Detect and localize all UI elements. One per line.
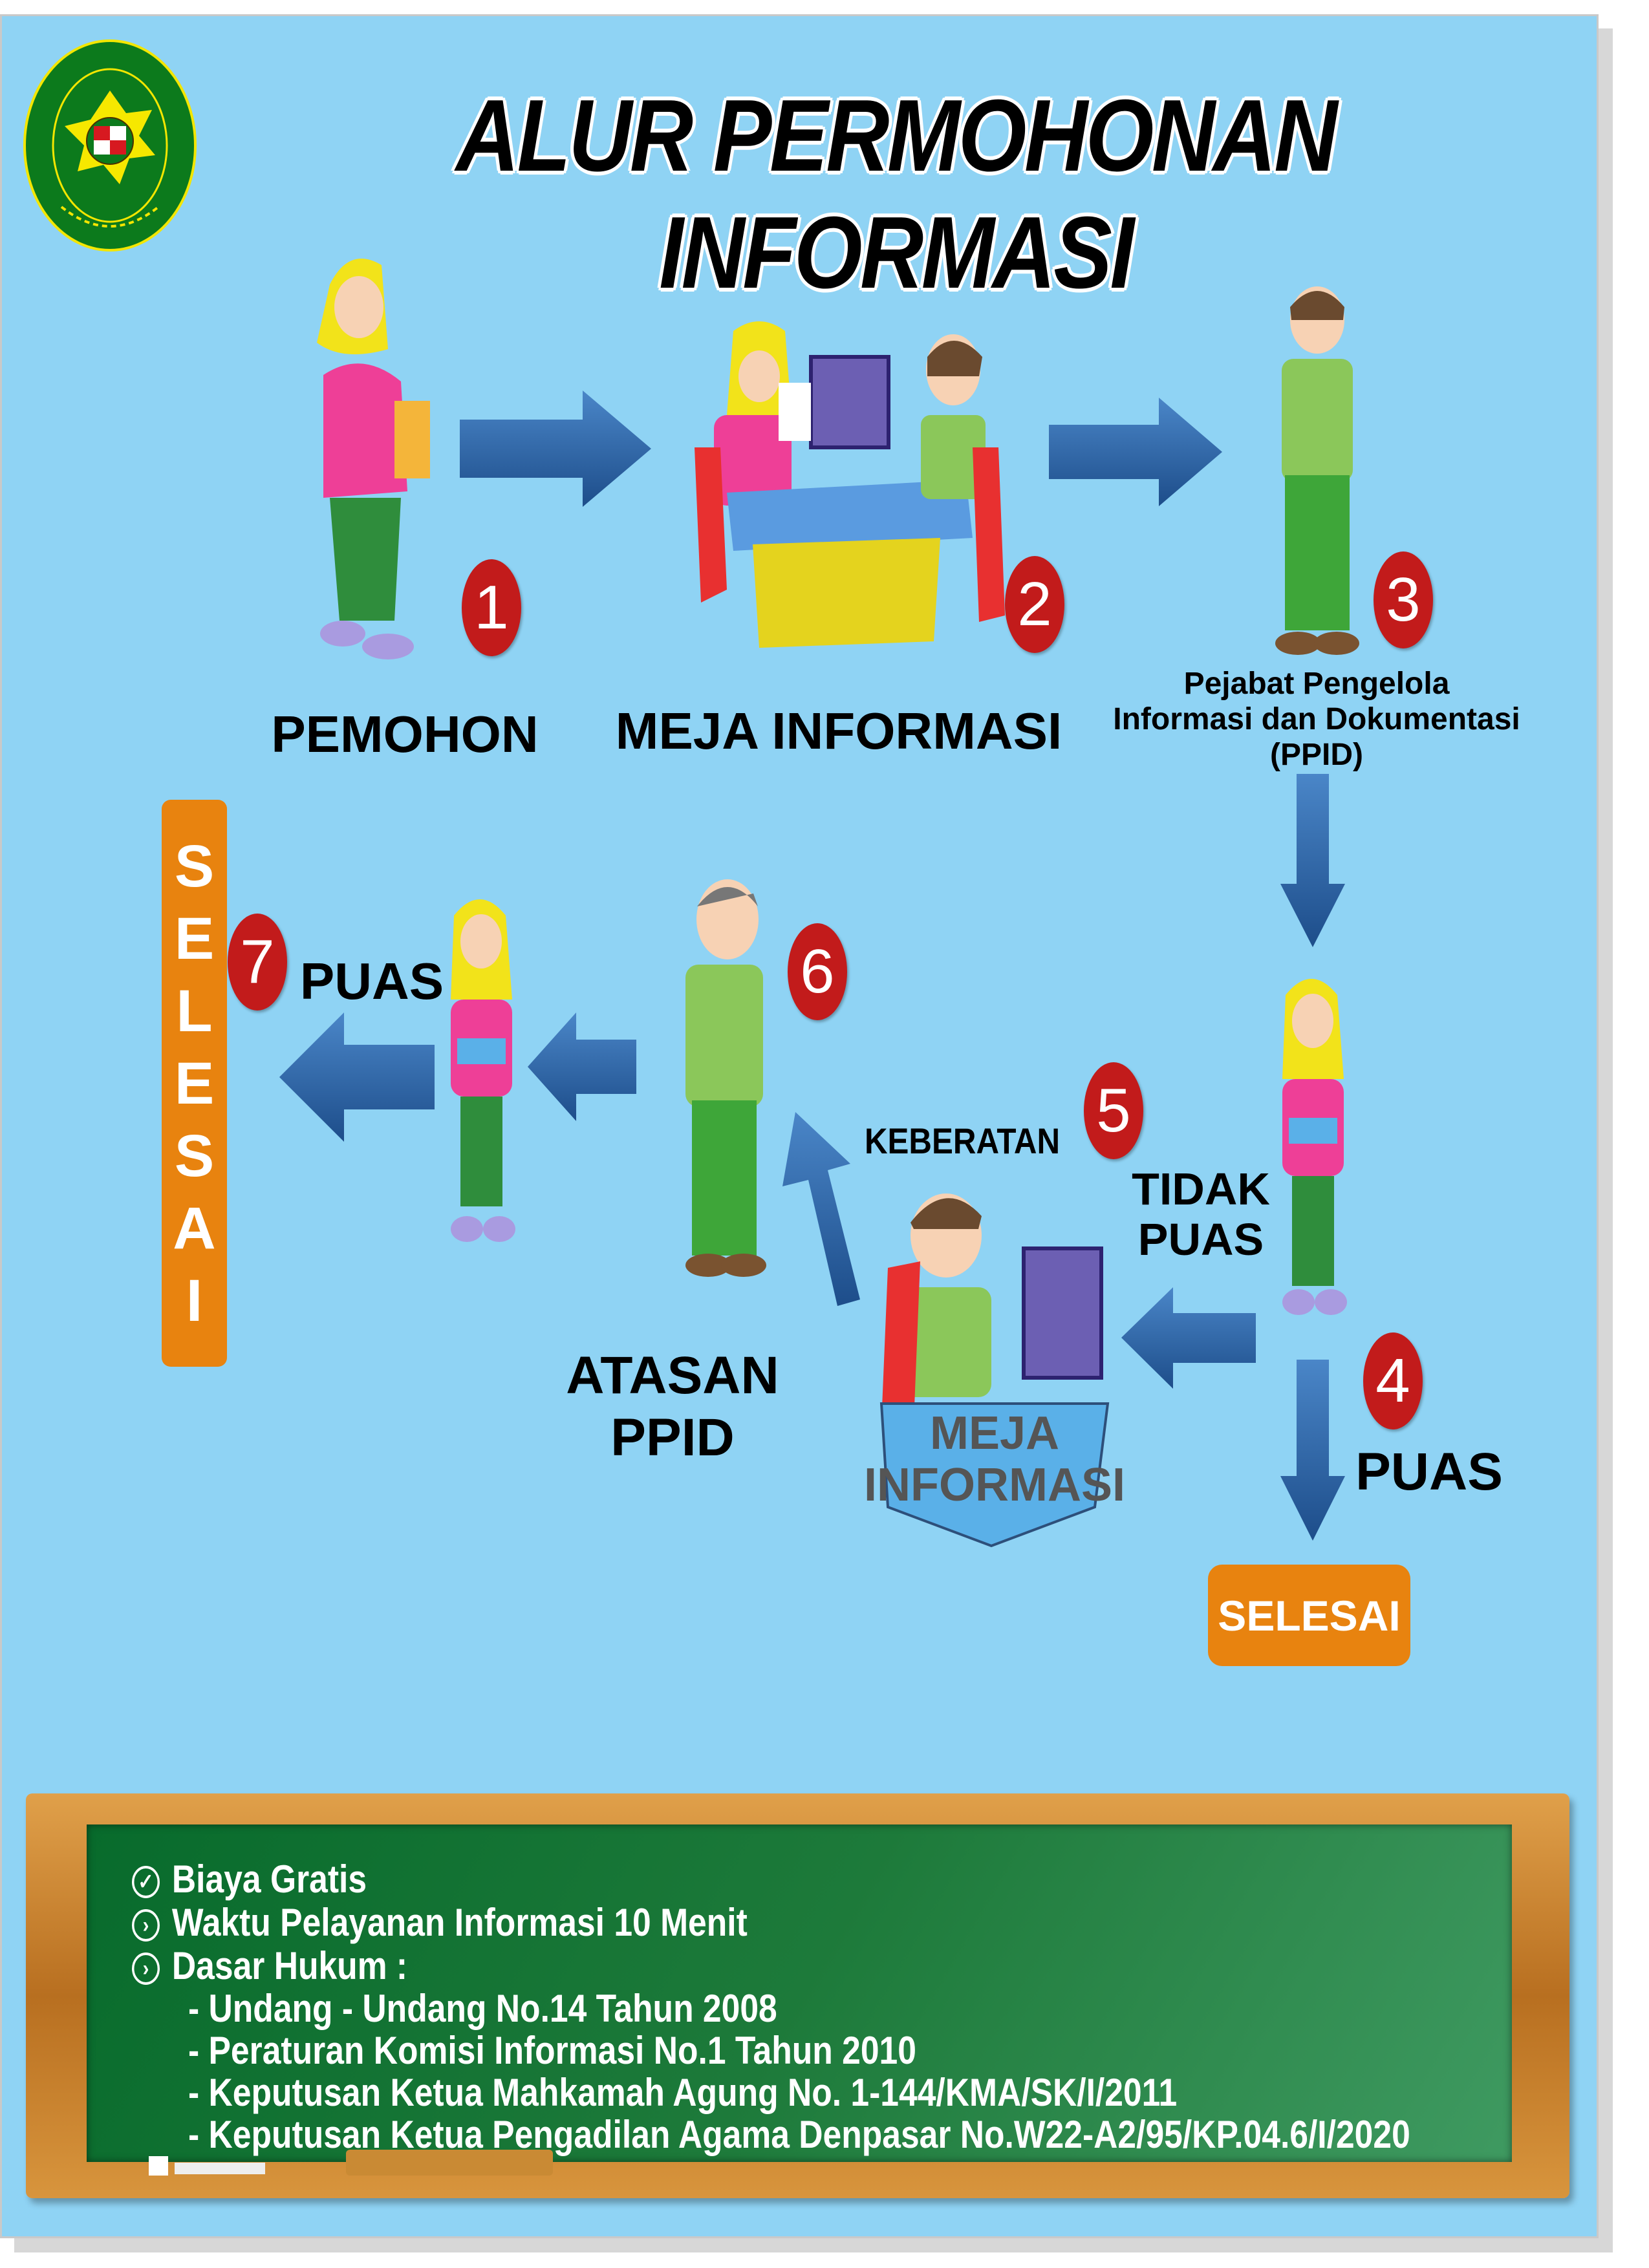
board-item-waktu: › Waktu Pelayanan Informasi 10 Menit	[132, 1900, 748, 1945]
chalkboard: ✓ Biaya Gratis › Waktu Pelayanan Informasi…	[26, 1793, 1569, 2198]
arrow-down-2	[1280, 1360, 1345, 1541]
arrow-right-2	[1049, 398, 1222, 506]
step-badge-4: 4	[1363, 1332, 1423, 1429]
arrow-up-to-atasan	[782, 1112, 860, 1306]
label-puas-7: PUAS	[299, 952, 444, 1010]
label-meja-informasi: MEJA INFORMASI	[615, 702, 1062, 760]
label-pemohon: PEMOHON	[271, 705, 539, 763]
label-tidak: TIDAK	[1132, 1164, 1270, 1214]
arrow-left-to-selesai	[279, 1012, 435, 1142]
pemohon-tidak-puas-figure	[1282, 979, 1347, 1315]
board-item-text: Dasar Hukum :	[171, 1944, 408, 1987]
label-ppid: Pejabat Pengelola Informasi dan Dokument…	[1113, 666, 1520, 773]
arrow-left-to-pemohon	[528, 1012, 636, 1121]
label-puas-4: PUAS	[1355, 1442, 1503, 1501]
selesai-button-4: SELESAI	[1208, 1565, 1410, 1666]
desk-sign-line-2: INFORMASI	[864, 1459, 1125, 1511]
chalk-ledge	[346, 2150, 553, 2176]
step-badge-7: 7	[228, 914, 287, 1011]
label-ppid-line-3: (PPID)	[1270, 738, 1363, 772]
ppid-officer-figure	[1275, 286, 1359, 655]
step-badge-6: 6	[788, 923, 847, 1020]
law-item: - Undang - Undang No.14 Tahun 2008	[188, 1987, 777, 2030]
board-item-biaya: ✓ Biaya Gratis	[132, 1857, 367, 1901]
label-keberatan: KEBERATAN	[864, 1120, 1061, 1161]
chevron-circle-icon: ›	[132, 1909, 160, 1942]
selesai-letter: I	[186, 1267, 203, 1334]
law-item: - Peraturan Komisi Informasi No.1 Tahun …	[188, 2029, 916, 2072]
selesai-letter: E	[174, 905, 215, 972]
step-badge-1: 1	[462, 559, 521, 656]
board-item-text: Waktu Pelayanan Informasi 10 Menit	[171, 1901, 748, 1944]
label-tidak-puas: TIDAK PUAS	[1132, 1164, 1270, 1265]
label-ppid-line-2: Informasi dan Dokumentasi	[1113, 702, 1520, 736]
label-ppid-line-1: Pejabat Pengelola	[1183, 667, 1450, 701]
page-title: ALUR PERMOHONAN INFORMASI	[455, 79, 1337, 310]
label-ppid-atasan: PPID	[610, 1408, 735, 1467]
selesai-vertical-banner: S E L E S A I	[162, 800, 227, 1367]
selesai-letter: S	[174, 833, 215, 899]
step-badge-2: 2	[1005, 556, 1064, 653]
board-item-dasar-hukum: › Dasar Hukum :	[132, 1943, 407, 1988]
selesai-letter: E	[174, 1050, 215, 1117]
desk-sign-line-1: MEJA	[930, 1407, 1059, 1459]
chevron-circle-icon: ›	[132, 1952, 160, 1985]
court-logo	[23, 39, 197, 251]
selesai-letter: S	[174, 1122, 215, 1189]
step-badge-5: 5	[1084, 1062, 1143, 1159]
selesai-letter: A	[173, 1195, 216, 1261]
arrow-right-1	[460, 390, 651, 507]
board-item-text: Biaya Gratis	[171, 1857, 367, 1901]
arrow-down-1	[1280, 774, 1345, 947]
law-item: - Keputusan Ketua Pengadilan Agama Denpa…	[188, 2113, 1410, 2156]
label-atasan: ATASAN	[566, 1346, 779, 1405]
meja-informasi-figure	[695, 321, 1005, 648]
label-puas-tidak: PUAS	[1137, 1214, 1264, 1265]
label-atasan-ppid: ATASAN PPID	[566, 1345, 779, 1469]
atasan-ppid-figure	[685, 879, 766, 1277]
law-item: - Keputusan Ketua Mahkamah Agung No. 1-1…	[188, 2071, 1178, 2114]
pemohon-puas-figure	[451, 899, 515, 1242]
chalk-icon	[149, 2156, 265, 2176]
pemohon-figure	[317, 259, 430, 659]
arrow-left-to-desk	[1121, 1287, 1256, 1389]
keberatan-desk-figure: MEJA INFORMASI	[864, 1193, 1125, 1548]
selesai-letter: L	[176, 978, 213, 1044]
check-circle-icon: ✓	[132, 1866, 160, 1899]
step-badge-3: 3	[1374, 551, 1433, 648]
chalkboard-surface: ✓ Biaya Gratis › Waktu Pelayanan Informasi…	[87, 1824, 1512, 2162]
